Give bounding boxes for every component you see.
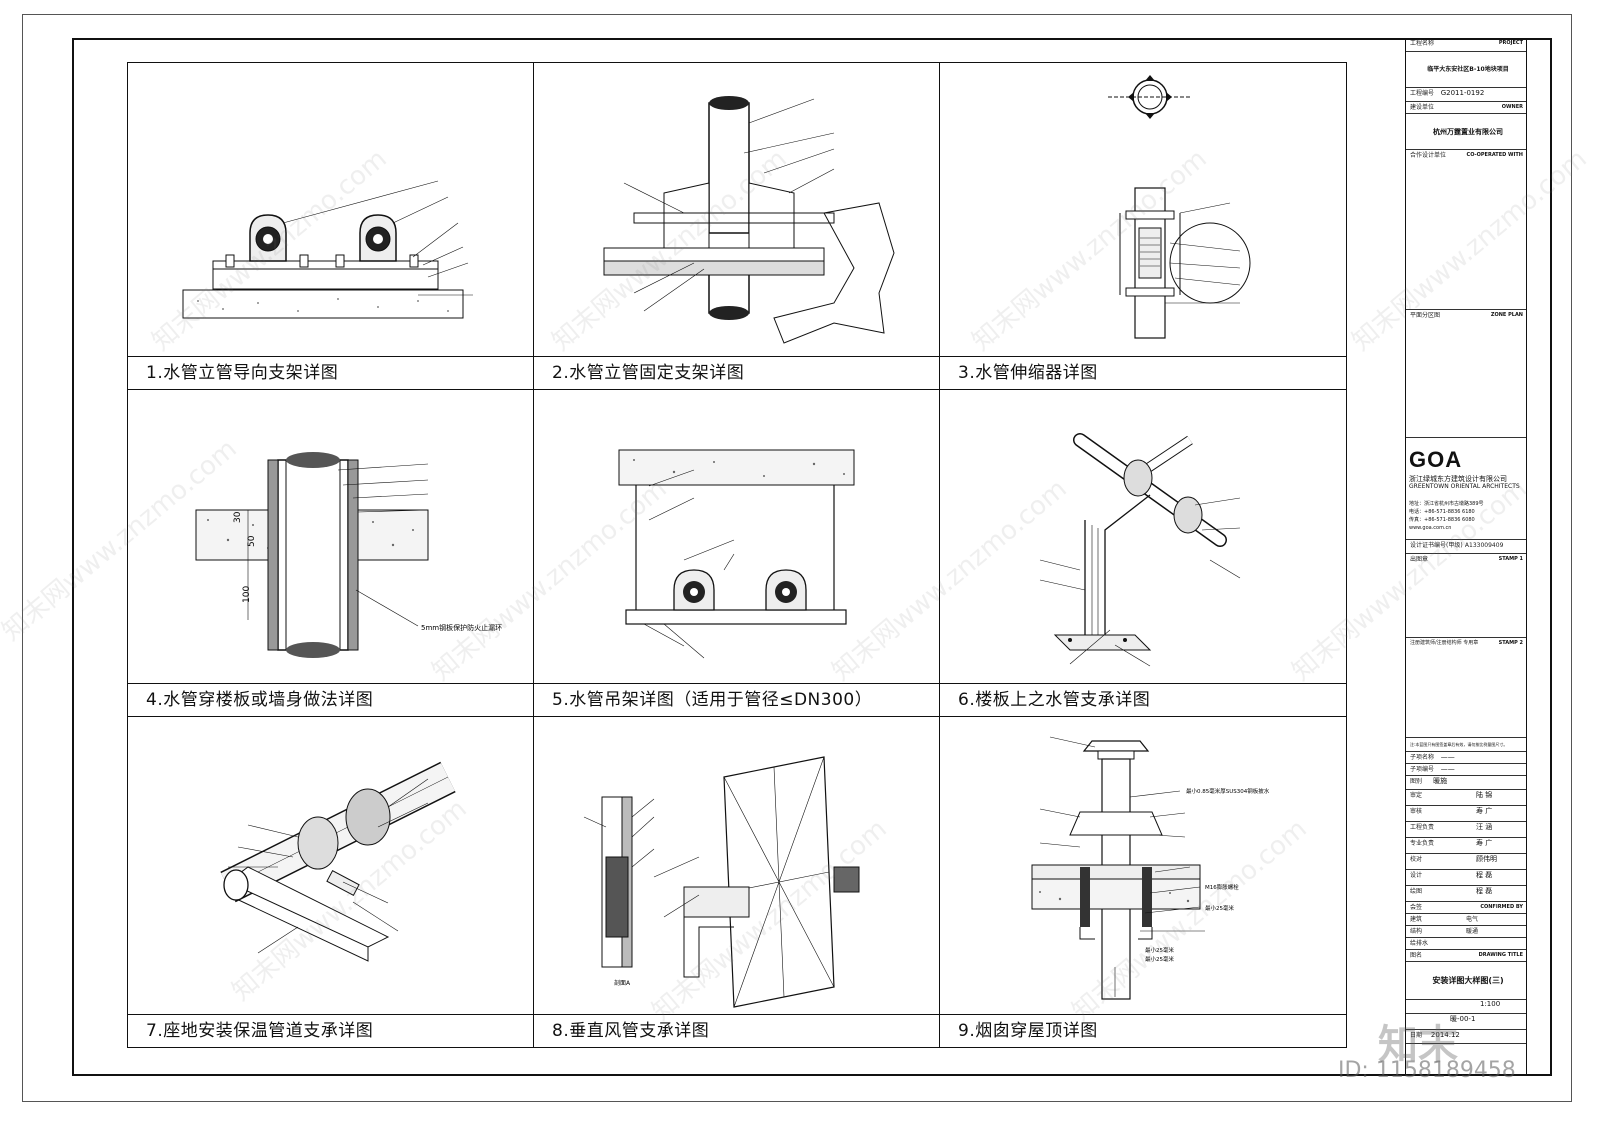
- project-number-row: 工程编号 G2011-0192: [1406, 88, 1526, 102]
- detail-1-drawing: [182, 180, 473, 319]
- drawing-frame: [72, 38, 1552, 1076]
- company-fax: 传真：+86-571-8836 6080: [1409, 517, 1475, 523]
- detail-grid: 1.水管立管导向支架详图 2.水管立管固定支架详图: [127, 62, 1347, 1048]
- drawing-no-row: 暖-00-1: [1406, 1014, 1526, 1030]
- detail-cell-5: 5.水管吊架详图（适用于管径≤DN300）: [534, 390, 940, 717]
- d9-note4: 最小25毫米: [1145, 946, 1174, 954]
- detail-cell-2: 2.水管立管固定支架详图: [534, 63, 940, 390]
- caption-3: 3.水管伸缩器详图: [940, 356, 1346, 389]
- detail-cell-9: 最小0.85毫米厚SUS304钢板披水 M16膨胀螺栓 最小25毫米 最小25毫…: [940, 717, 1346, 1047]
- sign-row: 给排水: [1406, 938, 1526, 950]
- sign-row: 结构暖通: [1406, 926, 1526, 938]
- signoff-row: 工程负责汪 涵: [1406, 822, 1526, 838]
- detail-8-drawing: 剖面A: [583, 756, 860, 1008]
- dim-50: 50: [247, 535, 257, 547]
- company-contact: 地址：浙江省杭州市古墩路389号 电话：+86-571-8836 6180 传真…: [1409, 500, 1484, 532]
- company-row: [1406, 438, 1526, 540]
- dim-100: 100: [242, 586, 252, 603]
- item-name-row: 子项名称 ——: [1406, 752, 1526, 764]
- d9-note2: M16膨胀螺栓: [1205, 883, 1239, 891]
- sign-row: 建筑电气: [1406, 914, 1526, 926]
- caption-7: 7.座地安装保温管道支承详图: [128, 1014, 533, 1047]
- signoff-row: 绘图程 磊: [1406, 886, 1526, 902]
- signoff-row: 审定陆 锦: [1406, 790, 1526, 806]
- image-id: ID: 1158189458: [1338, 1058, 1516, 1083]
- d4-note: 5mm钢板保护防火止漏环: [421, 623, 502, 632]
- caption-5: 5.水管吊架详图（适用于管径≤DN300）: [534, 683, 939, 716]
- company-address: 地址：浙江省杭州市古墩路389号: [1409, 501, 1484, 507]
- drawing-title: 安装详图大样图(三): [1406, 962, 1526, 1000]
- signoff-row: 校对顾伟明: [1406, 854, 1526, 870]
- outer-border: [22, 14, 1572, 1102]
- detail-cell-4: 30 50 100 5mm钢板保护防火止漏环 4.水管穿楼板或墙身做法详图: [128, 390, 534, 717]
- detail-5-drawing: [618, 449, 855, 659]
- company-web: www.goa.com.cn: [1409, 525, 1452, 531]
- detail-cell-6: 6.楼板上之水管支承详图: [940, 390, 1346, 717]
- caption-1: 1.水管立管导向支架详图: [128, 356, 533, 389]
- d8-note: 剖面A: [614, 979, 631, 987]
- caption-2: 2.水管立管固定支架详图: [534, 356, 939, 389]
- znzmo-logo: 知末: [1378, 1022, 1458, 1068]
- discipline-row: 图别 暖施: [1406, 776, 1526, 790]
- caption-9: 9.烟囱穿屋顶详图: [940, 1014, 1346, 1047]
- cert-row: 设计证书编号(甲级) A133009409: [1406, 540, 1526, 554]
- date-row: 日期 2014.12: [1406, 1030, 1526, 1044]
- detail-4-drawing: 30 50 100 5mm钢板保护防火止漏环: [195, 452, 502, 658]
- detail-7-drawing: [220, 761, 456, 962]
- d9-note5: 最小25毫米: [1145, 955, 1174, 963]
- signoff-row: 设计程 磊: [1406, 870, 1526, 886]
- company-tel: 电话：+86-571-8836 6180: [1409, 509, 1475, 515]
- detail-cell-1: 1.水管立管导向支架详图: [128, 63, 534, 390]
- note-row: 注:本蓝图只有图签盖章后有效，请勿按比例量图尺寸。: [1406, 738, 1526, 752]
- caption-8: 8.垂直风管支承详图: [534, 1014, 939, 1047]
- owner-name: 杭州万霆置业有限公司: [1406, 114, 1526, 150]
- dim-30: 30: [233, 511, 243, 523]
- company-logo: GOA: [1409, 447, 1463, 472]
- signoff-row: 审核寿 广: [1406, 806, 1526, 822]
- item-number-row: 子项编号 ——: [1406, 764, 1526, 776]
- detail-cell-7: 7.座地安装保温管道支承详图: [128, 717, 534, 1047]
- d9-note1: 最小0.85毫米厚SUS304钢板披水: [1186, 787, 1270, 795]
- signoff-row: 专业负责寿 广: [1406, 838, 1526, 854]
- d9-note3: 最小25毫米: [1205, 904, 1234, 912]
- detail-9-drawing: 最小0.85毫米厚SUS304钢板披水 M16膨胀螺栓 最小25毫米 最小25毫…: [1031, 736, 1270, 1000]
- detail-6-drawing: [1039, 433, 1241, 667]
- scale-row: 1:100: [1406, 1000, 1526, 1014]
- caption-6: 6.楼板上之水管支承详图: [940, 683, 1346, 716]
- detail-3-drawing: [1108, 75, 1251, 339]
- detail-cell-8: 剖面A 8.垂直风管支承详图: [534, 717, 940, 1047]
- caption-4: 4.水管穿楼板或墙身做法详图: [128, 683, 533, 716]
- detail-cell-3: 3.水管伸缩器详图: [940, 63, 1346, 390]
- project-name: 临平大东安社区B-10地块项目: [1406, 52, 1526, 88]
- company-name-en: GREENTOWN ORIENTAL ARCHITECTS: [1409, 483, 1520, 490]
- detail-2-drawing: [603, 96, 895, 344]
- company-name-cn: 浙江绿城东方建筑设计有限公司: [1409, 475, 1507, 483]
